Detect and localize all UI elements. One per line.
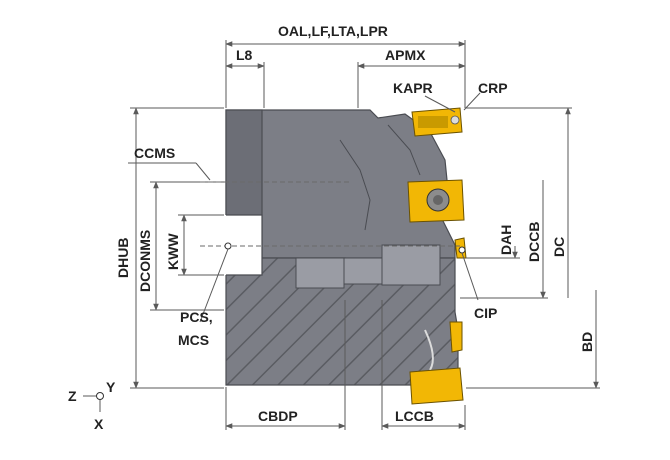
label-dah: DAH (498, 225, 514, 255)
label-axis-y: Y (106, 379, 116, 395)
insert-lower-right (449, 321, 463, 353)
label-crp: CRP (478, 80, 508, 96)
inserts (407, 107, 467, 405)
label-ccms: CCMS (134, 145, 175, 161)
label-bd: BD (579, 332, 595, 352)
label-cip: CIP (474, 305, 497, 321)
label-mcs: MCS (178, 332, 209, 348)
label-kapr: KAPR (393, 80, 433, 96)
axis-origin (96, 392, 104, 400)
arbor-step (343, 257, 383, 285)
labels: OAL,LF,LTA,LPR L8 APMX KAPR CRP CCMS PCS… (68, 23, 595, 432)
cip-point (458, 246, 466, 254)
chip-pocket-edge (339, 139, 371, 231)
label-apmx: APMX (385, 47, 426, 63)
label-kww: KWW (165, 233, 181, 270)
label-pcs: PCS, (180, 309, 213, 325)
label-lccb: LCCB (395, 408, 434, 424)
label-axis-x: X (94, 416, 104, 432)
arbor-boss (381, 244, 441, 286)
label-dconms: DCONMS (137, 230, 153, 292)
label-cbdp: CBDP (258, 408, 298, 424)
cutter-body (200, 109, 459, 386)
label-dccb: DCCB (526, 222, 542, 262)
insert-bottom (409, 367, 464, 405)
dimension-lines (83, 40, 600, 430)
label-l8: L8 (236, 47, 253, 63)
bore-inner (295, 257, 345, 289)
pcs-point (224, 242, 232, 250)
label-dhub: DHUB (115, 238, 131, 278)
label-oal: OAL,LF,LTA,LPR (278, 23, 388, 39)
label-axis-z: Z (68, 388, 77, 404)
insert-top-face (418, 116, 448, 128)
label-dc: DC (551, 237, 567, 257)
